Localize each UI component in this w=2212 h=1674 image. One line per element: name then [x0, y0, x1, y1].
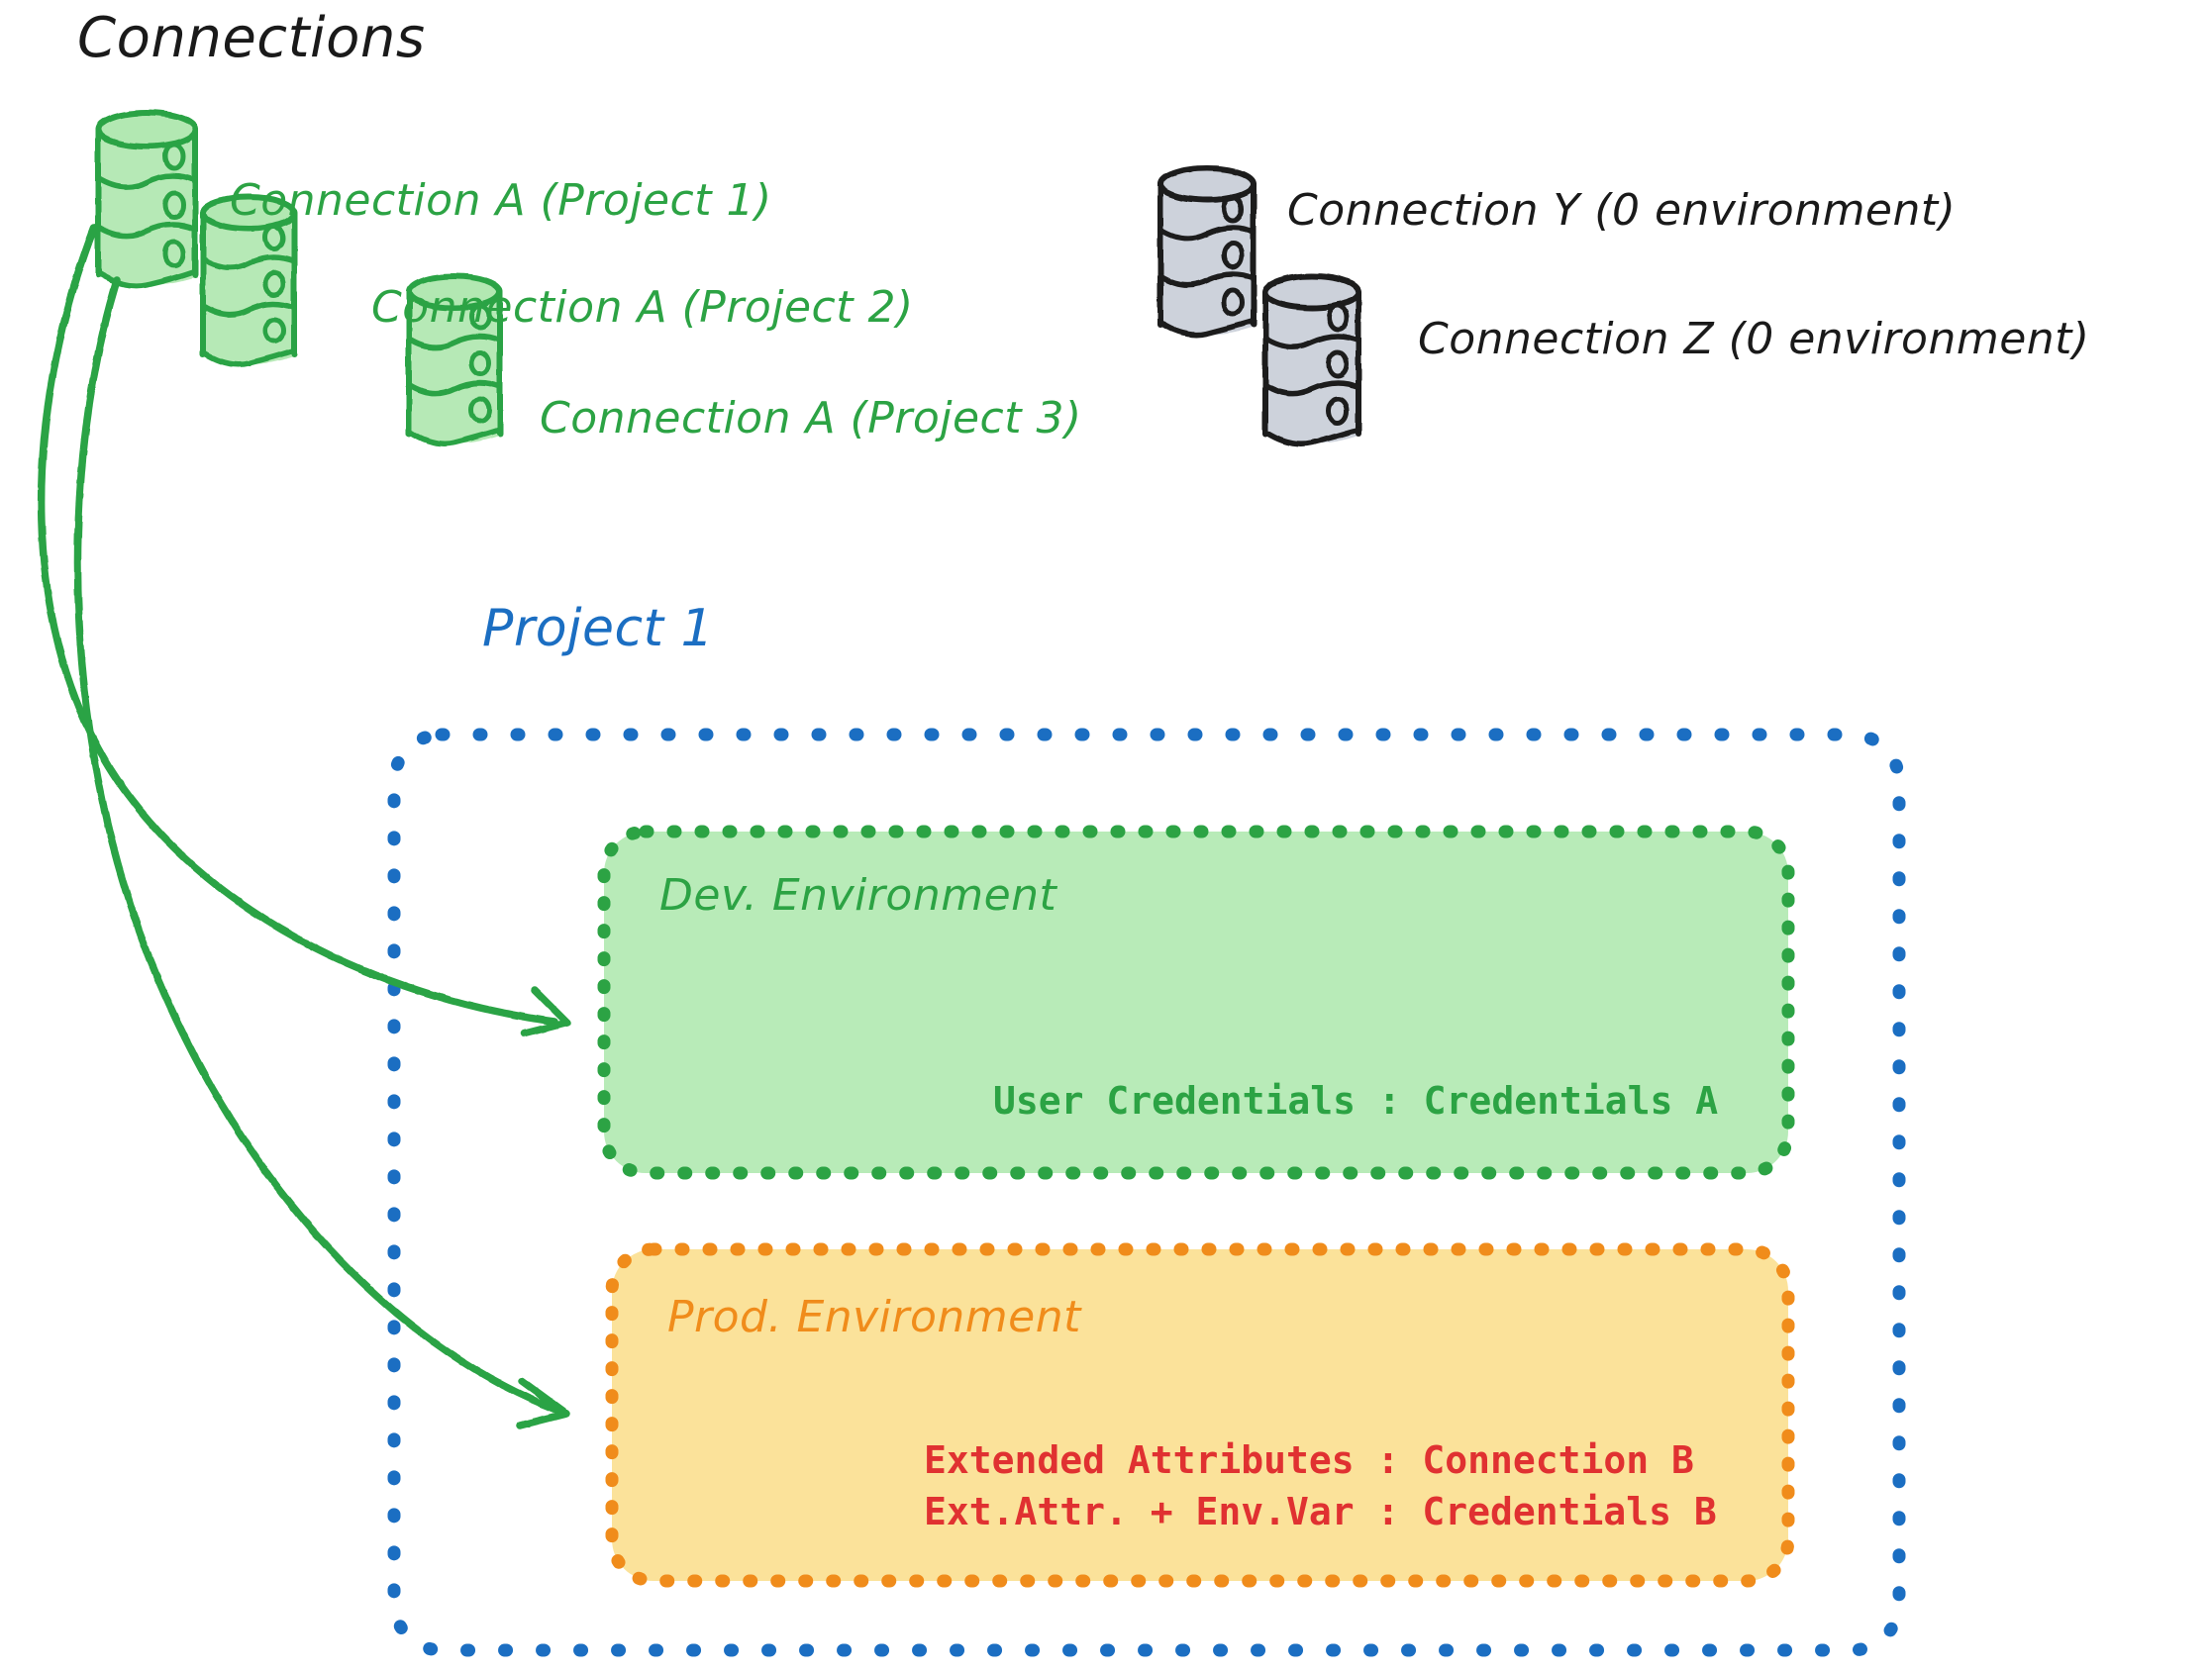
prod-environment-box — [605, 1242, 1795, 1588]
connection-label-conn-a-p3: Connection A (Project 3) — [540, 393, 1082, 443]
arrow-to-dev-environment — [37, 224, 571, 1037]
connection-label-conn-a-p1: Connection A (Project 1) — [230, 175, 772, 226]
dev-environment-box — [597, 825, 1795, 1180]
dev-environment-entry-0: User Credentials : Credentials A — [993, 1079, 1719, 1123]
database-icon-conn-a-p2 — [200, 194, 297, 367]
prod-environment-entry-0: Extended Attributes : Connection B — [924, 1438, 1694, 1482]
arrow-to-prod-environment — [73, 276, 570, 1429]
connection-label-conn-z: Connection Z (0 environment) — [1418, 314, 2090, 364]
database-icon-conn-a-p1 — [95, 110, 198, 289]
prod-environment-entry-1: Ext.Attr. + Env.Var : Credentials B — [924, 1490, 1717, 1533]
database-icon-conn-a-p3 — [406, 273, 503, 446]
page-title: Connections — [77, 6, 426, 70]
database-icon-conn-z — [1262, 273, 1361, 446]
connection-label-conn-y: Connection Y (0 environment) — [1287, 185, 1957, 236]
database-icon-conn-y — [1157, 165, 1257, 338]
project-title: Project 1 — [482, 599, 715, 658]
prod-environment-title: Prod. Environment — [667, 1292, 1081, 1342]
project-1-container — [387, 728, 1906, 1657]
dev-environment-title: Dev. Environment — [659, 870, 1057, 921]
connection-label-conn-a-p2: Connection A (Project 2) — [371, 282, 914, 333]
